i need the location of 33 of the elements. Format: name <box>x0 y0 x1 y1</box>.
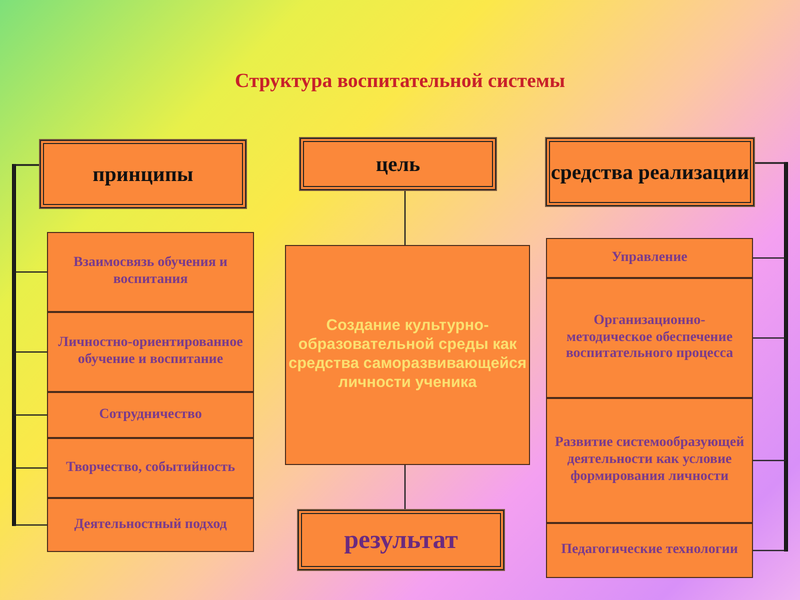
node-text: цель <box>376 152 420 176</box>
item-box <box>546 523 753 578</box>
node-text: средства реализации <box>550 160 750 184</box>
header-box <box>40 140 246 208</box>
node-text: Управление <box>610 250 688 266</box>
connector-line <box>404 190 406 245</box>
item-box <box>47 312 254 392</box>
item-box <box>546 238 753 278</box>
connector-line <box>753 162 787 552</box>
item-box <box>47 232 254 312</box>
connector-line <box>404 465 406 510</box>
header-box <box>300 138 496 190</box>
goal-box <box>285 245 530 465</box>
node-text: Развитие системообразующей деятельности как условие формирования личности <box>554 435 746 486</box>
connector-line <box>13 164 47 526</box>
result-box <box>298 510 504 570</box>
item-box <box>546 278 753 398</box>
item-box <box>47 392 254 438</box>
node-text: Сотрудничество <box>98 406 203 424</box>
item-box <box>47 498 254 552</box>
node-text: Личностно-ориентированное обучение и воспитание <box>57 335 244 369</box>
node-text: Творчество, событийность <box>64 460 236 476</box>
node-text: Организационно-методическое обеспечение воспитательного процесса <box>564 312 734 364</box>
node-text: Деятельностный подход <box>73 516 228 534</box>
item-box <box>47 438 254 498</box>
node-text: Педагогические технологии <box>560 542 739 559</box>
header-box <box>546 138 754 206</box>
node-text: результат <box>344 525 458 555</box>
node-text: Создание культурно-образовательной среды как средства саморазвивающейся личности ученика <box>287 317 528 393</box>
node-text: принципы <box>92 162 194 186</box>
diagram-title: Структура воспитательной системы <box>234 70 566 93</box>
node-text: Взаимосвязь обучения и воспитания <box>72 255 228 289</box>
item-box <box>546 398 753 523</box>
